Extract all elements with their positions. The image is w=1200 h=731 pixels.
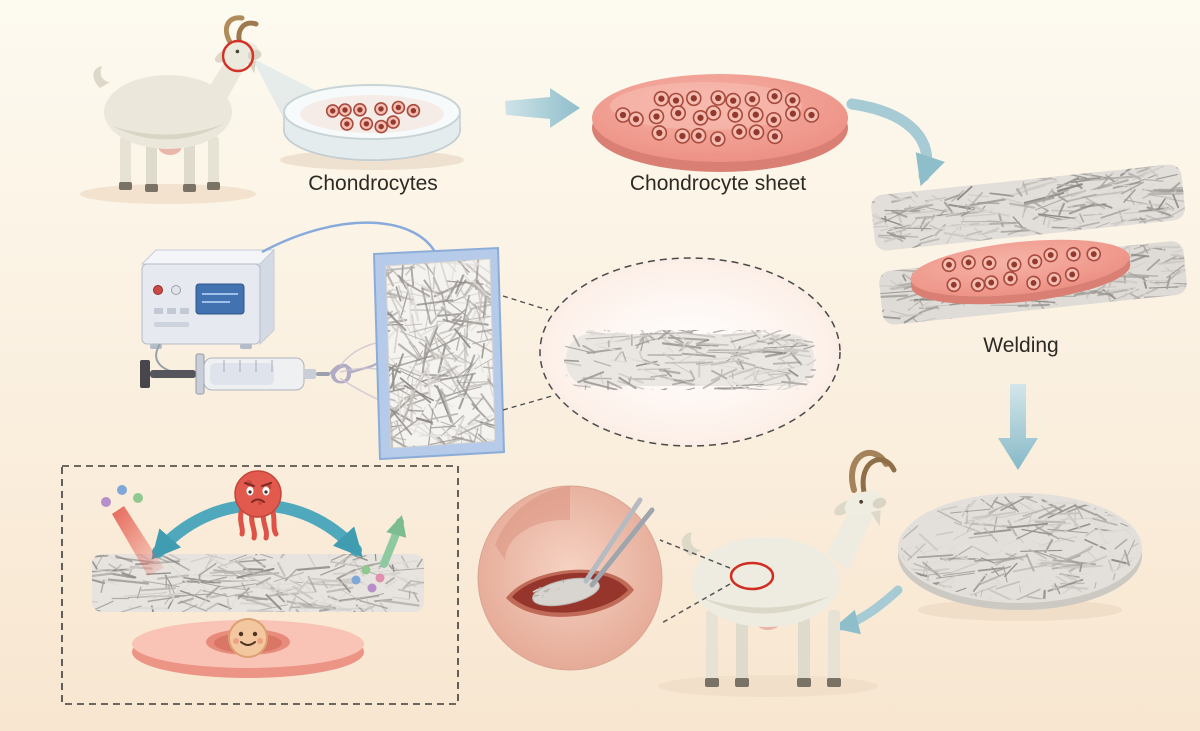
implantation-inset-illustration [477, 485, 663, 671]
implanted-scaffold [532, 577, 600, 607]
antifouling-mechanism [92, 470, 424, 678]
microbe-icon [234, 470, 282, 541]
fiber-mat-zoom [539, 257, 841, 447]
goat-horn [224, 15, 245, 45]
growth-arrow-icon [380, 515, 407, 568]
goat-horn [860, 457, 897, 495]
happy-chondrocyte-cell [228, 618, 268, 658]
arrow-to-welding-icon [846, 98, 945, 187]
arrow-to-goat-icon [833, 585, 903, 635]
power-knob [171, 285, 181, 295]
high-voltage-wire [261, 221, 440, 259]
arrow-down-icon [998, 384, 1038, 470]
zoom-connector [502, 295, 549, 311]
inset-connector [659, 539, 731, 569]
forceps-icon [583, 497, 643, 584]
feed-tube-coil [329, 355, 393, 384]
cartilage-regeneration-disc [132, 618, 364, 678]
implant-site-marker [729, 561, 775, 591]
mechanism-fiber-mat [92, 554, 424, 612]
petri-cell-cluster [325, 100, 421, 134]
chondrocyte-sheet-label: Chondrocyte sheet [630, 172, 806, 195]
welding-label: Welding [983, 334, 1059, 357]
fiber-disc-illustration [898, 493, 1142, 621]
power-knob [153, 285, 163, 295]
petri-dish-illustration [280, 84, 464, 170]
syringe-illustration [140, 353, 330, 395]
chondrocytes-label: Chondrocytes [308, 172, 438, 195]
goat-shadow [658, 675, 878, 697]
power-supply-illustration [140, 248, 276, 349]
welding-stack-illustration [870, 163, 1188, 326]
donor-goat-illustration [80, 15, 262, 204]
biopsy-site-marker [221, 39, 255, 73]
arrow-right-icon [505, 88, 580, 128]
bioactive-dots-left [101, 485, 164, 576]
recipient-goat-illustration [658, 450, 897, 697]
welding-cell-sheet [910, 239, 1131, 305]
mechanism-box-border [61, 465, 459, 705]
growth-signal-right [351, 515, 407, 593]
chondrocyte-sheet-illustration [592, 74, 848, 172]
plate-fiber-mat [386, 259, 495, 448]
sheet-cell-layer [615, 88, 820, 147]
welding-top-mat [870, 163, 1187, 252]
power-supply-screen [195, 283, 245, 315]
collector-plate-illustration [372, 246, 506, 461]
inset-connector [659, 583, 731, 625]
goat-shadow [80, 184, 256, 204]
forceps-icon [589, 507, 655, 588]
